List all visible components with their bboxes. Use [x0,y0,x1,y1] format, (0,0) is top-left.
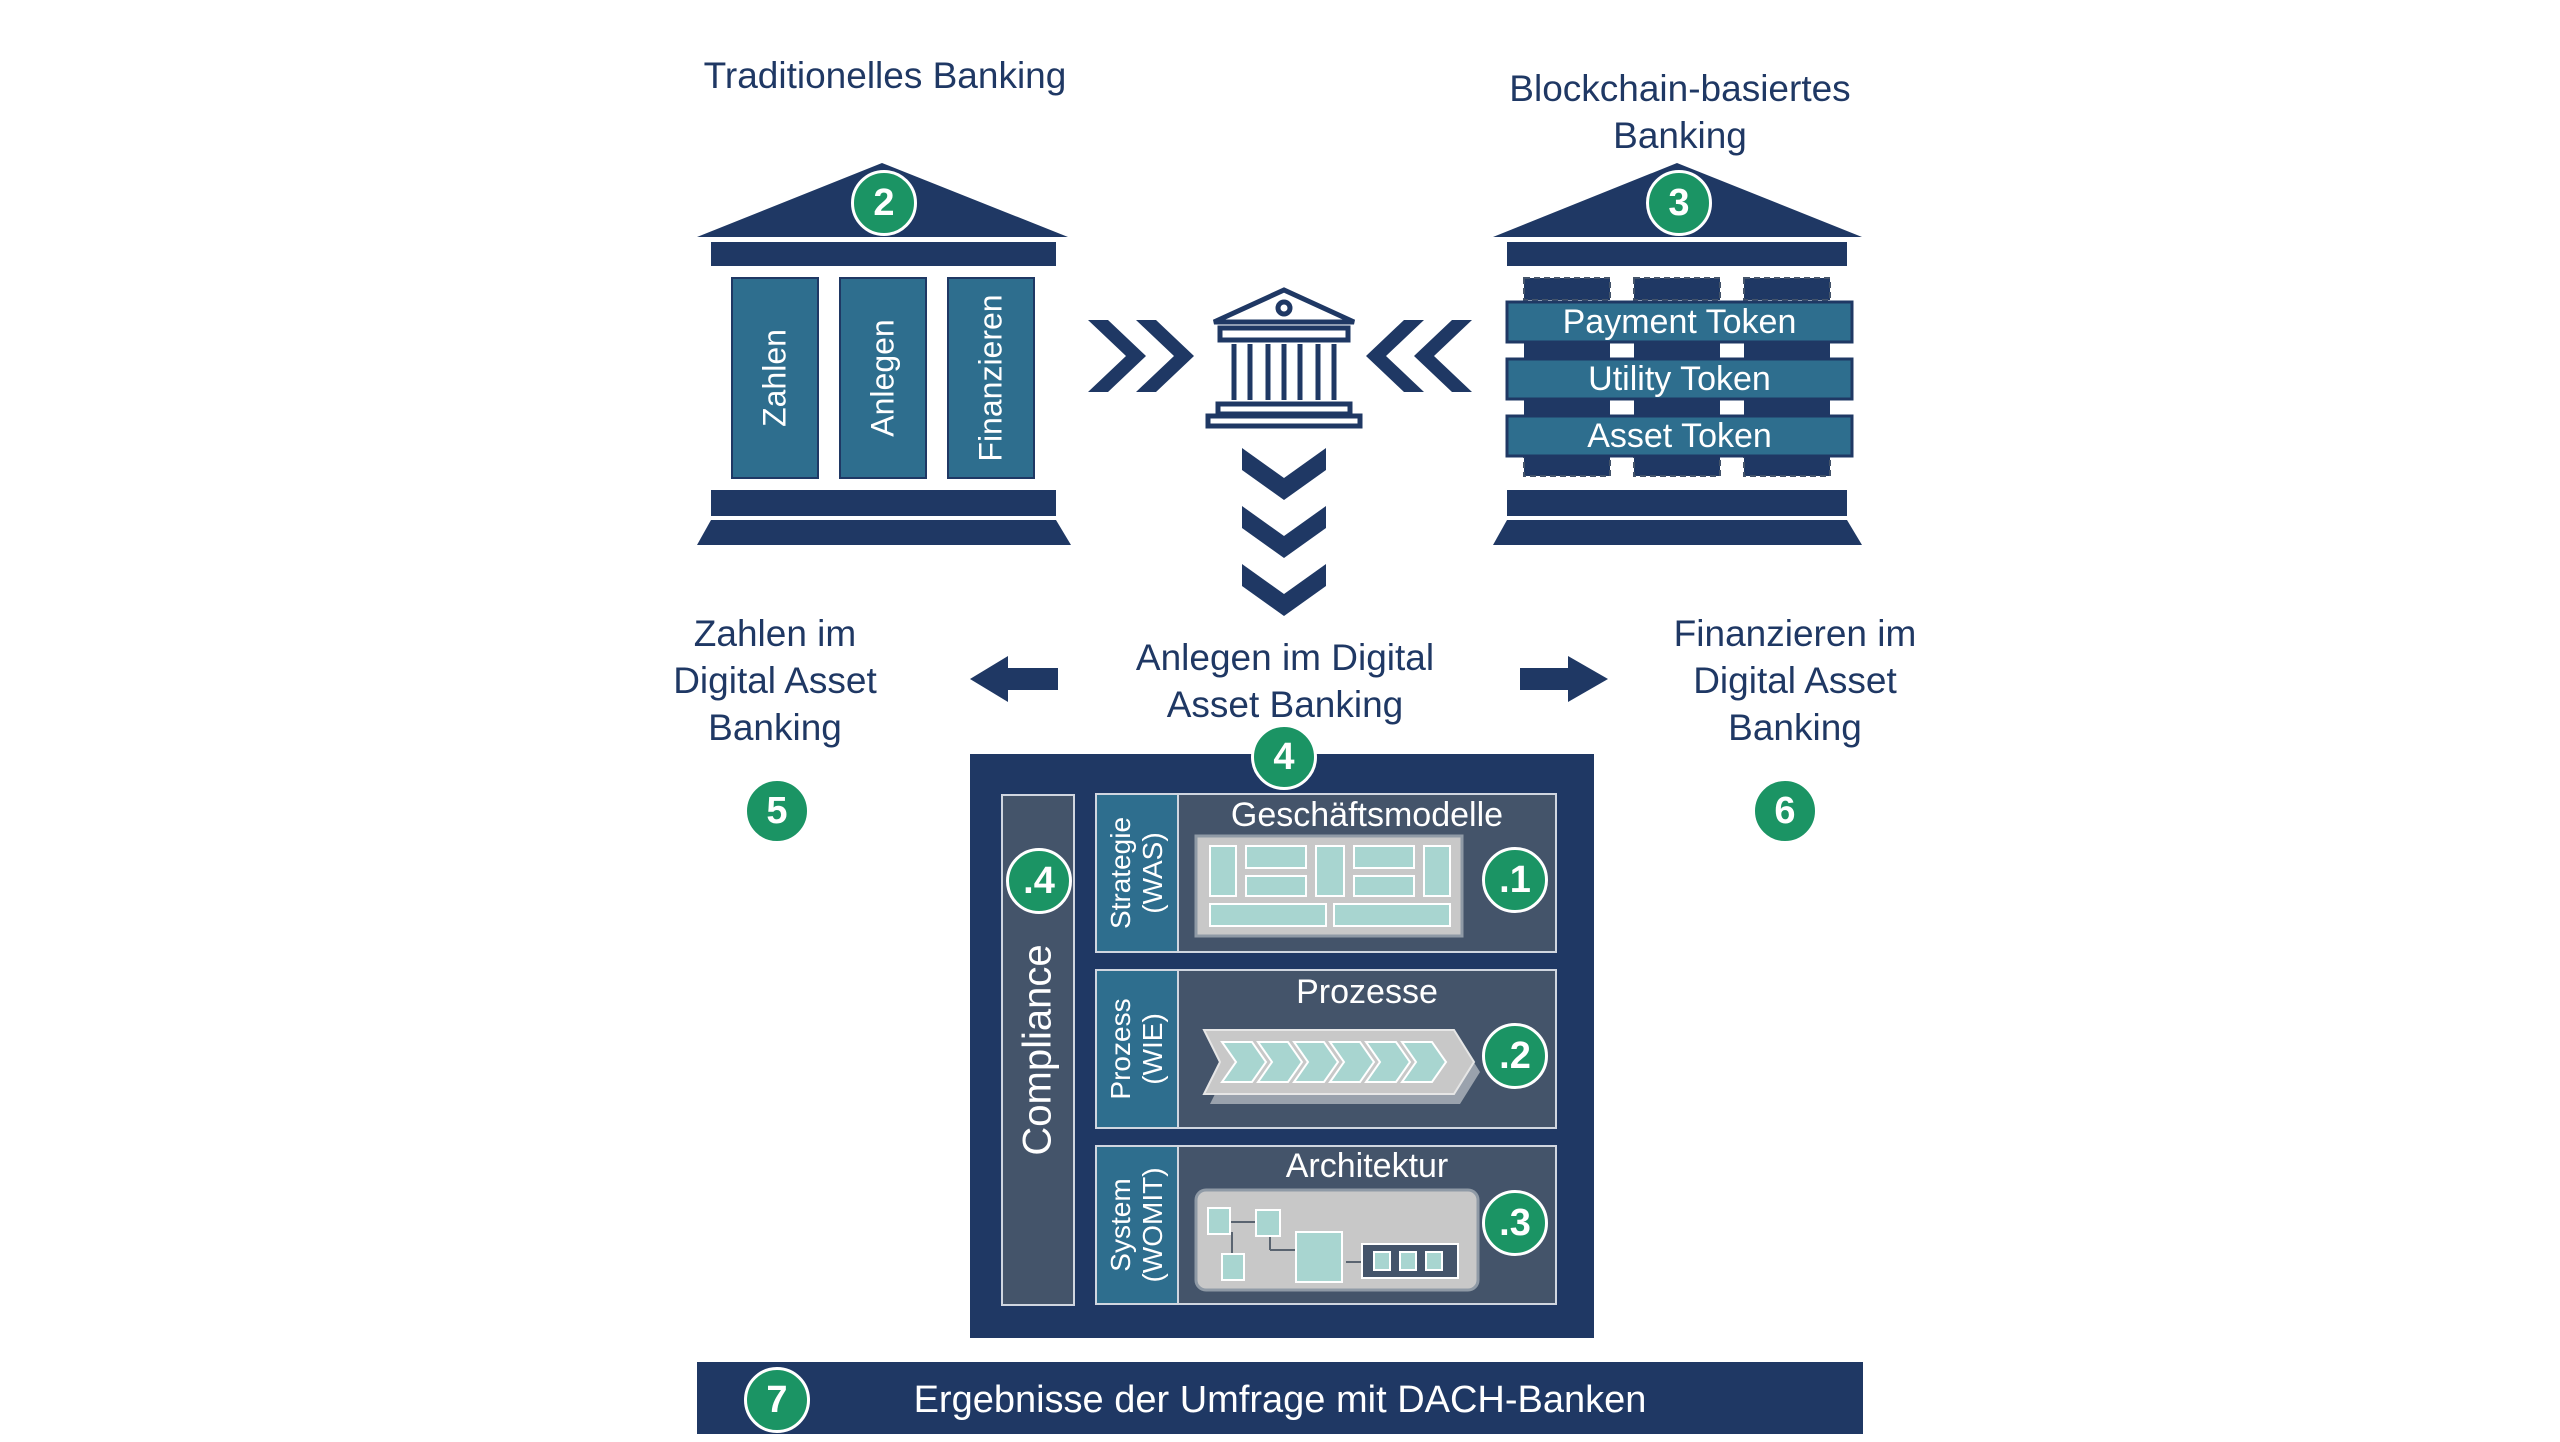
traditional-banking-label: Traditionelles Banking [703,55,1067,96]
chevrons-down-icon [1242,448,1326,616]
badge-7: 7 [744,1367,810,1433]
chevrons-right-icon [1088,320,1194,392]
chevrons-left-icon [1366,320,1472,392]
badge-5: 5 [744,778,810,844]
arrow-right-icon [1520,656,1608,702]
architektur-title: Architektur [1285,1147,1449,1185]
badge-4: 4 [1251,724,1317,790]
zahlen-digital-asset-label: Zahlen im Digital Asset Banking [673,613,877,748]
compliance-label: Compliance [1015,944,1060,1156]
pillar-finanzieren: Finanzieren [972,294,1009,462]
pillar-anlegen: Anlegen [864,319,901,437]
survey-label: Ergebnisse der Umfrage mit DACH-Banken [913,1379,1647,1421]
badge-2: 2 [851,170,917,236]
token-payment: Payment Token [1562,303,1797,341]
anlegen-digital-asset-label: Anlegen im Digital Asset Banking [1135,637,1435,725]
pillar-zahlen: Zahlen [756,329,793,427]
badge-sub-2: .2 [1482,1023,1548,1089]
prozesse-title: Prozesse [1296,973,1438,1011]
system-label: System (WOMIT) [1105,1167,1168,1283]
bank-icon [1205,287,1363,429]
badge-sub-3: .3 [1482,1190,1548,1256]
traditional-bank-building [697,163,1071,545]
arrow-left-icon [970,656,1058,702]
strategie-label: Strategie (WAS) [1105,816,1168,930]
business-model-icon [1194,834,1464,938]
geschaeftsmodelle-title: Geschäftsmodelle [1230,796,1504,834]
architecture-icon [1194,1188,1480,1292]
survey-bar [697,1362,1863,1434]
badge-sub-1: .1 [1482,847,1548,913]
process-chevrons-icon [1202,1029,1480,1104]
badge-6: 6 [1752,778,1818,844]
blockchain-banking-label: Blockchain-basiertes Banking [1509,68,1851,156]
badge-3: 3 [1646,170,1712,236]
badge-sub-4: .4 [1006,848,1072,914]
prozess-label: Prozess (WIE) [1105,998,1168,1100]
token-utility: Utility Token [1588,360,1771,398]
finanzieren-digital-asset-label: Finanzieren im Digital Asset Banking [1673,613,1917,748]
token-asset: Asset Token [1587,417,1772,455]
